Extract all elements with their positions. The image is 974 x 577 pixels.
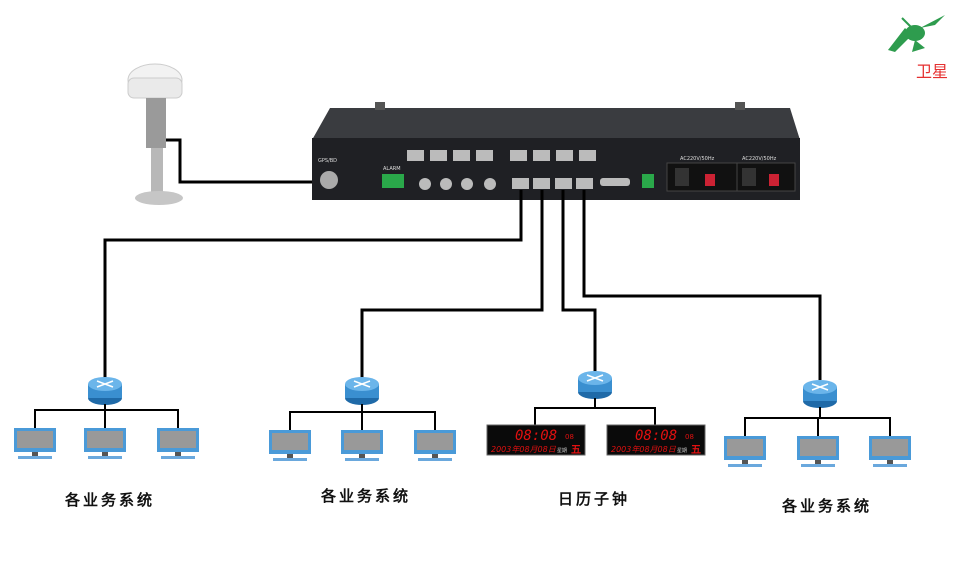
logo-text: 卫星 — [916, 62, 949, 81]
router-icon — [578, 371, 612, 399]
computer-monitor-icon — [341, 430, 383, 461]
computer-monitor-icon — [269, 430, 311, 461]
group-label-2: 各业务系统 — [320, 487, 412, 505]
computer-monitor-icon — [157, 428, 199, 459]
svg-text:08:08: 08:08 — [635, 428, 677, 444]
antenna-port-label: GPS/BD — [318, 158, 337, 164]
svg-text:2003年08月08日: 2003年08月08日 — [491, 445, 557, 454]
svg-text:08:08: 08:08 — [515, 428, 557, 444]
computer-monitor-icon — [724, 436, 766, 467]
computer-monitor-icon — [414, 430, 456, 461]
group-label-1: 各业务系统 — [64, 491, 156, 509]
computer-monitor-icon — [14, 428, 56, 459]
computer-monitor-icon — [797, 436, 839, 467]
svg-text:08: 08 — [565, 433, 574, 441]
satellite-logo-icon — [888, 15, 945, 52]
antenna-cable — [166, 138, 320, 184]
power-label-1: AC220V/50Hz — [680, 156, 715, 162]
group-label-4: 各业务系统 — [781, 497, 873, 515]
router-icon — [803, 380, 837, 408]
router-icon — [88, 377, 122, 405]
network-cables — [103, 190, 822, 380]
gnss-antenna — [127, 63, 183, 205]
computer-monitor-icon — [869, 436, 911, 467]
svg-text:2003年08月08日: 2003年08月08日 — [611, 445, 677, 454]
svg-text:星期: 星期 — [677, 448, 687, 454]
branch-cable — [534, 407, 656, 426]
calendar-clock-display: 08:08 08 2003年08月08日星期五 — [606, 424, 706, 456]
alarm-label: ALARM — [383, 166, 401, 172]
time-server-device — [312, 102, 800, 200]
group-label-3: 日历子钟 — [557, 490, 631, 508]
computer-monitor-icon — [84, 428, 126, 459]
svg-text:星期: 星期 — [557, 448, 567, 454]
svg-text:五: 五 — [571, 444, 581, 456]
calendar-clock-display: 08:08 08 2003年08月08日星期五 — [486, 424, 586, 456]
branch-cable — [34, 409, 179, 428]
power-label-2: AC220V/50Hz — [742, 156, 777, 162]
svg-text:08: 08 — [685, 433, 694, 441]
svg-text:五: 五 — [691, 444, 701, 456]
router-icon — [345, 377, 379, 405]
